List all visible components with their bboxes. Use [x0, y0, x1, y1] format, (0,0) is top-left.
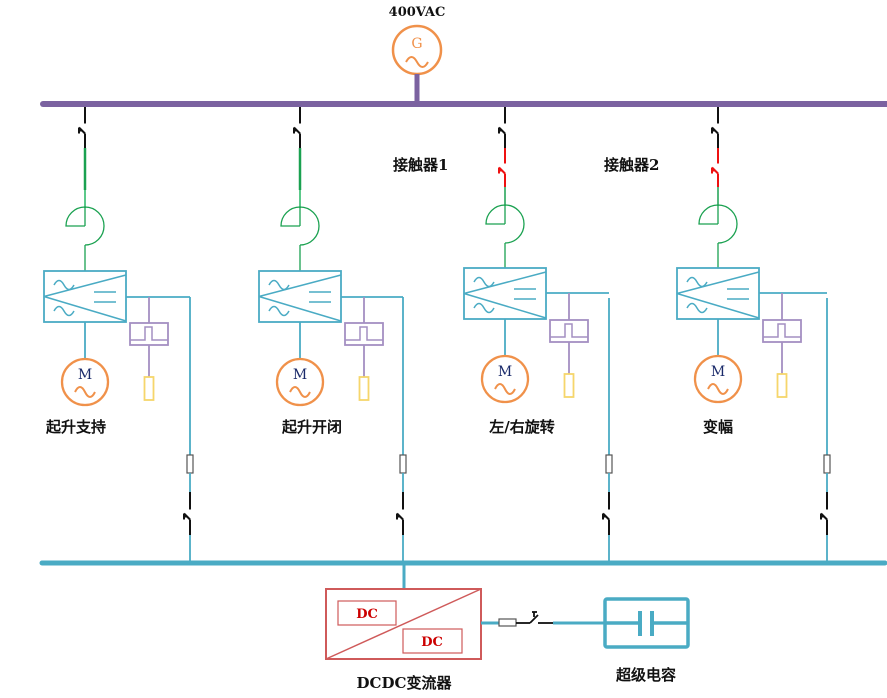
- supercap-label: 超级电容: [615, 666, 676, 684]
- ac-sine-icon: [53, 305, 75, 317]
- dc-switch-icon[interactable]: [183, 492, 191, 535]
- branch-name-label: 起升支持: [45, 418, 106, 436]
- inverter-diag: [676, 292, 760, 319]
- motor-symbol: M: [711, 364, 725, 380]
- dcdc-label: DCDC变流器: [357, 674, 453, 692]
- inverter-diag: [258, 274, 342, 298]
- fuse-icon: [498, 618, 517, 627]
- branch-hoist-support: M 起升支持: [43, 107, 194, 563]
- reactor-icon: [280, 206, 320, 246]
- supercapacitor[interactable]: 超级电容: [603, 597, 690, 684]
- dcdc-side-b-box: [402, 628, 463, 654]
- inverter-box[interactable]: [676, 267, 760, 320]
- reactor-icon: [65, 206, 105, 246]
- motor[interactable]: M: [693, 354, 743, 404]
- breaker-switch-icon[interactable]: [498, 107, 506, 148]
- dc-switch-icon[interactable]: [602, 492, 610, 535]
- brake-resistor-icon: [776, 373, 788, 398]
- motor-symbol: M: [498, 364, 512, 380]
- sine-wave-icon: [289, 386, 311, 398]
- dcdc-side-a-box: [337, 600, 397, 626]
- breaker-switch-icon[interactable]: [293, 107, 301, 148]
- inverter-diag: [43, 295, 127, 322]
- contactor-switch-icon[interactable]: [498, 148, 506, 187]
- dcdc-side-b-label: DC: [421, 635, 443, 650]
- ac-sine-icon: [53, 279, 75, 291]
- reactor-icon: [485, 204, 525, 244]
- dcdc-side-a-label: DC: [356, 607, 378, 622]
- ac-sine-icon: [473, 302, 495, 314]
- generator-symbol: G: [411, 36, 422, 52]
- inverter-box[interactable]: [258, 270, 342, 323]
- fuse-icon: [823, 454, 831, 474]
- switch-icon[interactable]: [516, 611, 553, 624]
- sine-wave-icon: [74, 386, 96, 398]
- contactor-label: 接触器1: [393, 156, 448, 174]
- branch-name-label: 左/右旋转: [488, 418, 554, 436]
- ac-sine-icon: [268, 279, 290, 291]
- fuse-icon: [605, 454, 613, 474]
- reactor-icon: [698, 204, 738, 244]
- inverter-diag: [463, 292, 547, 319]
- breaker-switch-icon[interactable]: [711, 107, 719, 148]
- generator[interactable]: 400VAC G: [389, 5, 446, 104]
- motor[interactable]: M: [275, 357, 325, 407]
- breaker-switch-icon[interactable]: [78, 107, 86, 148]
- dcdc-converter[interactable]: DC DC DCDC变流器: [325, 563, 482, 692]
- ac-sine-icon: [473, 276, 495, 288]
- inverter-box[interactable]: [43, 270, 127, 323]
- motor[interactable]: M: [60, 357, 110, 407]
- fuse-icon: [399, 454, 407, 474]
- brake-resistor-icon: [563, 373, 575, 398]
- dc-switch-icon[interactable]: [396, 492, 404, 535]
- ac-sine-icon: [686, 276, 708, 288]
- brake-chopper[interactable]: [549, 319, 589, 343]
- sine-wave-icon: [494, 383, 516, 395]
- branch-name-label: 起升开闭: [281, 418, 342, 436]
- motor-icon: [60, 357, 110, 407]
- motor-symbol: M: [78, 367, 92, 383]
- brake-chopper[interactable]: [762, 319, 802, 343]
- motor-icon: [480, 354, 530, 404]
- generator-voltage-label: 400VAC: [389, 5, 446, 20]
- inverter-box[interactable]: [463, 267, 547, 320]
- fuse-icon: [186, 454, 194, 474]
- ac-sine-icon: [686, 302, 708, 314]
- inverter-diag: [43, 274, 127, 298]
- inverter-diag: [463, 271, 547, 295]
- pulse-icon: [130, 326, 168, 341]
- brake-resistor-icon: [358, 376, 370, 401]
- contactor-switch-icon[interactable]: [711, 148, 719, 187]
- dcdc-diagonal: [325, 588, 482, 660]
- sine-wave-icon: [707, 383, 729, 395]
- pulse-icon: [550, 323, 588, 338]
- brake-chopper[interactable]: [129, 322, 169, 346]
- dc-switch-icon[interactable]: [820, 492, 828, 535]
- motor[interactable]: M: [480, 354, 530, 404]
- brake-chopper[interactable]: [344, 322, 384, 346]
- pulse-icon: [763, 323, 801, 338]
- ac-sine-icon: [268, 305, 290, 317]
- branch-hoist-open-close: M 起升开闭: [258, 107, 407, 563]
- motor-icon: [693, 354, 743, 404]
- motor-symbol: M: [293, 367, 307, 383]
- sine-wave-icon: [405, 56, 429, 68]
- inverter-diag: [676, 271, 760, 295]
- motor-icon: [275, 357, 325, 407]
- brake-resistor-icon: [143, 376, 155, 401]
- inverter-diag: [258, 295, 342, 322]
- pulse-icon: [345, 326, 383, 341]
- branch-name-label: 变幅: [703, 418, 733, 436]
- supercap-link: [481, 611, 605, 627]
- contactor-label: 接触器2: [604, 156, 659, 174]
